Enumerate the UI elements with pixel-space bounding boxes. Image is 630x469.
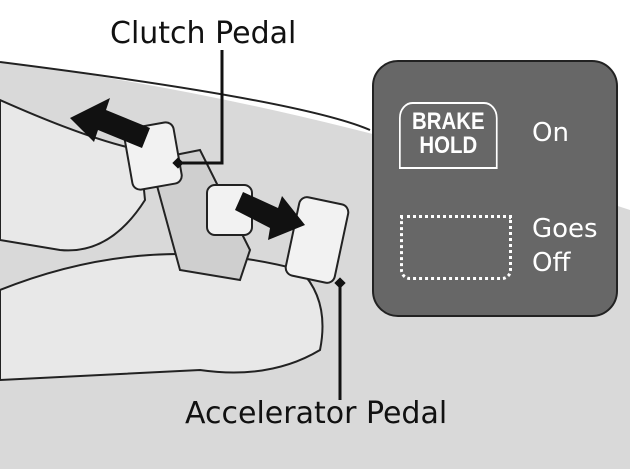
accelerator-pedal bbox=[284, 196, 350, 284]
accelerator-pedal-label: Accelerator Pedal bbox=[185, 396, 448, 431]
state-on-label: On bbox=[532, 118, 569, 148]
arrow-right-icon bbox=[235, 192, 305, 240]
brake-hold-indicator-off bbox=[400, 215, 512, 280]
indicator-panel: BRAKE HOLD On Goes Off bbox=[372, 60, 618, 317]
state-off-label: Goes Off bbox=[532, 214, 598, 278]
clutch-leader-line bbox=[178, 50, 224, 165]
right-foot bbox=[0, 253, 324, 382]
indicator-line1: BRAKE bbox=[412, 108, 485, 135]
brake-hold-indicator: BRAKE HOLD bbox=[399, 102, 498, 169]
indicator-line2: HOLD bbox=[419, 132, 478, 159]
arrow-left-icon bbox=[70, 98, 150, 148]
clutch-pedal-label: Clutch Pedal bbox=[110, 16, 297, 51]
